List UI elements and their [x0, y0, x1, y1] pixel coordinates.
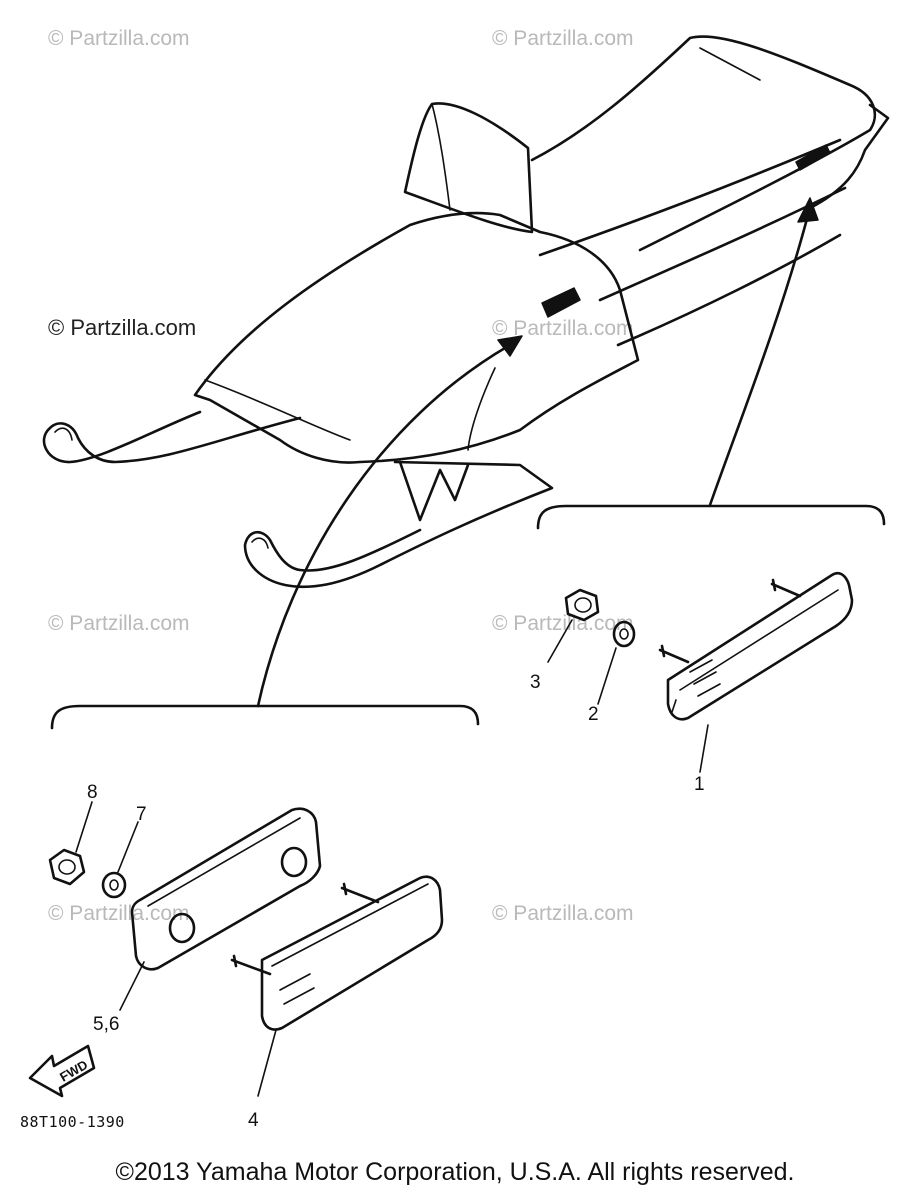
watermark: © Partzilla.com — [48, 902, 190, 925]
washer-part-7 — [101, 871, 127, 899]
reflector-part-4 — [230, 875, 444, 1031]
callout-3: 3 — [530, 672, 541, 693]
reflector-part-1 — [658, 571, 854, 721]
callout-8: 8 — [87, 782, 98, 803]
nut-part-3 — [564, 588, 600, 622]
callout-5-6: 5,6 — [93, 1014, 119, 1035]
watermark: © Partzilla.com — [492, 317, 634, 340]
watermark: © Partzilla.com — [48, 315, 196, 340]
diagram-code: 88T100-1390 — [20, 1113, 125, 1131]
watermark: © Partzilla.com — [492, 902, 634, 925]
callout-4: 4 — [248, 1110, 259, 1131]
watermark: © Partzilla.com — [492, 612, 634, 635]
forward-arrow-icon: FWD — [28, 1044, 96, 1098]
watermark: © Partzilla.com — [492, 27, 634, 50]
callout-7: 7 — [136, 804, 147, 825]
watermark: © Partzilla.com — [48, 27, 190, 50]
watermark: © Partzilla.com — [48, 612, 190, 635]
washer-part-2 — [612, 620, 636, 648]
nut-part-8 — [48, 848, 86, 886]
copyright-notice: ©2013 Yamaha Motor Corporation, U.S.A. A… — [115, 1158, 795, 1186]
decal-left — [541, 287, 581, 318]
bracket-part-5-6 — [130, 807, 322, 971]
decal-right — [795, 144, 831, 171]
right-reflector-assembly: 3 2 1 — [530, 571, 854, 795]
leader-arrows — [256, 197, 819, 708]
watermarks: © Partzilla.com © Partzilla.com © Partzi… — [48, 27, 634, 925]
callout-1: 1 — [694, 774, 705, 795]
left-reflector-assembly: 8 7 5,6 4 — [48, 782, 444, 1131]
callout-2: 2 — [588, 704, 599, 725]
snowmobile-drawing — [42, 35, 890, 589]
detail-frames — [50, 504, 886, 730]
